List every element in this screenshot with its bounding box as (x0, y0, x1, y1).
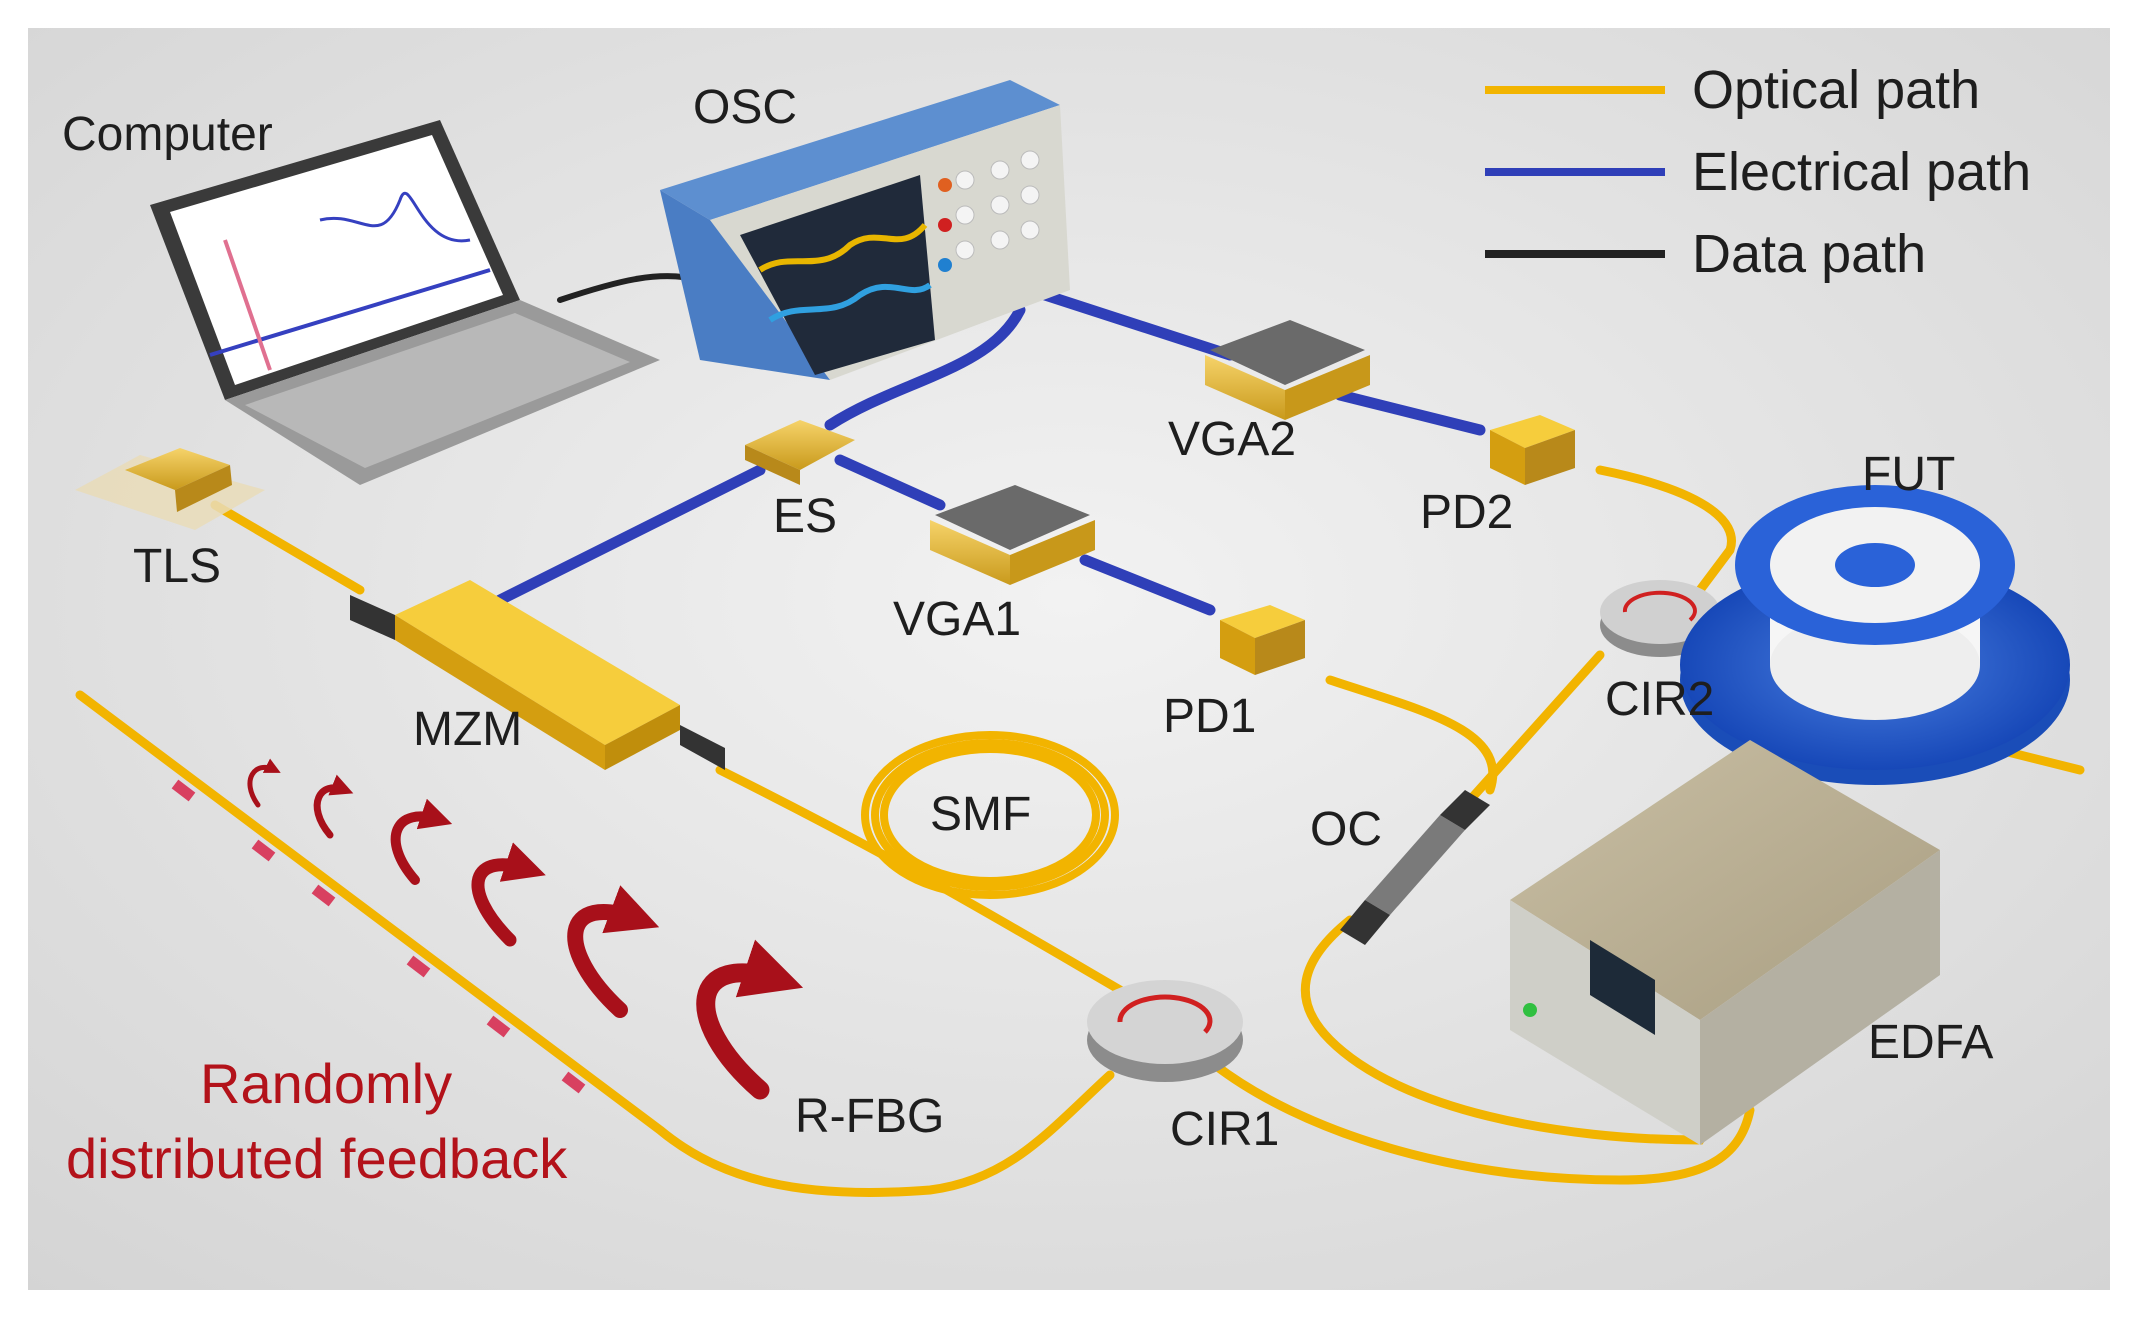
cir1-circulator (1087, 980, 1243, 1082)
es-splitter (745, 420, 855, 485)
label-fut: FUT (1862, 448, 1955, 501)
label-pd2: PD2 (1420, 486, 1513, 539)
smf-coil (861, 731, 1119, 899)
oscilloscope (660, 80, 1070, 380)
label-computer: Computer (62, 108, 273, 161)
rfbg-gratings (171, 779, 586, 1094)
label-pd1: PD1 (1163, 690, 1256, 743)
optical-paths (75, 465, 2085, 1197)
legend-data: Data path (1692, 224, 1926, 284)
label-cir1: CIR1 (1170, 1103, 1279, 1156)
mzm-modulator (350, 580, 725, 770)
label-tls: TLS (133, 540, 221, 593)
edfa-amplifier (1510, 740, 1940, 1145)
label-edfa: EDFA (1868, 1016, 1993, 1069)
component-labels: Computer OSC TLS MZM ES VGA1 VGA2 PD1 PD… (62, 81, 1993, 1156)
legend-optical: Optical path (1692, 60, 1980, 120)
feedback-caption: Randomly distributed feedback (66, 1052, 568, 1190)
label-osc: OSC (693, 81, 797, 134)
tls-device (75, 448, 265, 530)
vga1-amplifier (930, 485, 1095, 585)
label-vga2: VGA2 (1168, 413, 1296, 466)
vga2-amplifier (1205, 320, 1370, 420)
computer-laptop (150, 120, 660, 485)
caption-line2: distributed feedback (66, 1127, 568, 1190)
pd1-photodetector (1220, 605, 1305, 675)
label-mzm: MZM (413, 703, 522, 756)
feedback-arrows (247, 758, 804, 1100)
label-oc: OC (1310, 803, 1382, 856)
fut-spool (1680, 485, 2070, 785)
label-rfbg: R-FBG (795, 1090, 944, 1143)
legend: Optical path Electrical path Data path (1485, 60, 2031, 284)
legend-electrical: Electrical path (1692, 142, 2031, 202)
oc-coupler (1340, 790, 1490, 945)
label-cir2: CIR2 (1605, 673, 1714, 726)
label-es: ES (773, 490, 837, 543)
label-vga1: VGA1 (893, 593, 1021, 646)
caption-line1: Randomly (200, 1052, 452, 1115)
label-smf: SMF (930, 788, 1031, 841)
pd2-photodetector (1490, 415, 1575, 485)
